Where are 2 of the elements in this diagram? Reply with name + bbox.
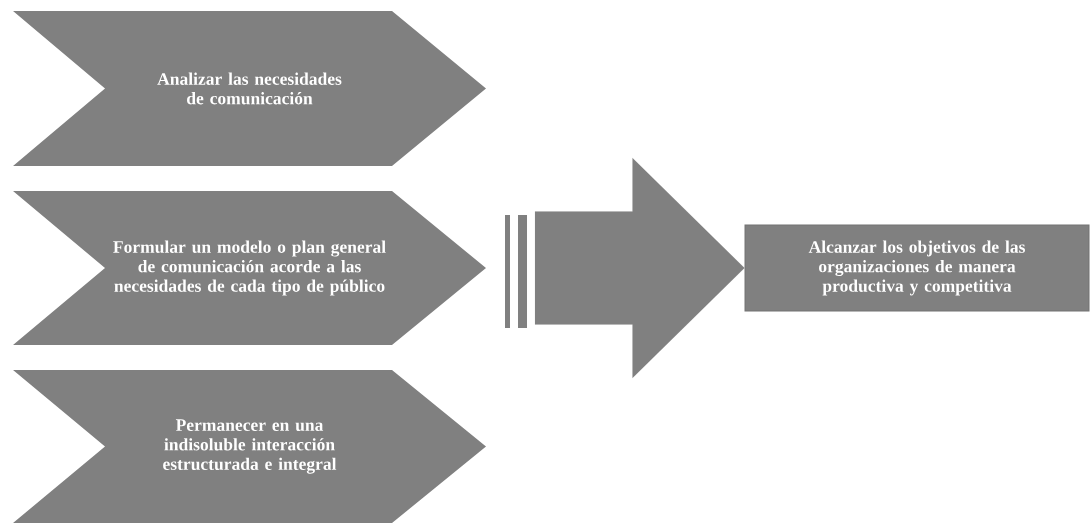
result-box: Alcanzar los objetivos de las organizaciones de manera productiva y competitiva [744,224,1090,312]
block-arrow [505,157,745,379]
